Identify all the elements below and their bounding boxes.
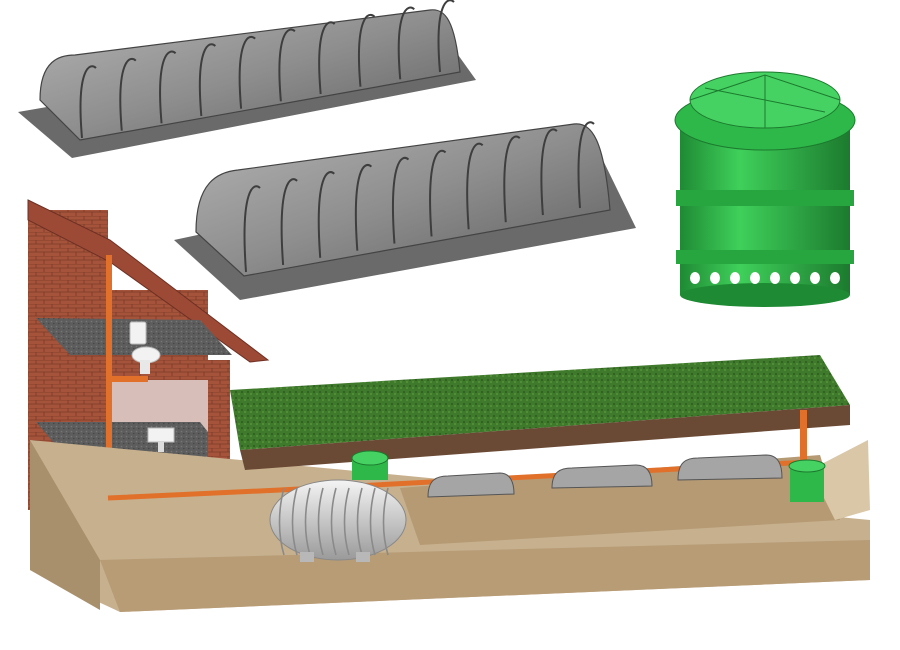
tunnel-rib (391, 156, 410, 244)
tunnel-rib (358, 13, 376, 87)
tunnel-rib (159, 50, 177, 124)
tunnel-rib (318, 21, 336, 95)
tunnel-rib (119, 57, 137, 131)
infiltration-tunnel-middle-icon (174, 121, 636, 300)
tunnel-rib (429, 149, 447, 237)
tunnel-rib (238, 35, 256, 109)
tunnel-rib (198, 43, 217, 117)
septic-tank-icon (269, 450, 407, 562)
tunnel-rib (503, 135, 521, 223)
tank-rib (317, 487, 324, 556)
tunnel-rib (397, 6, 415, 80)
well-perforation (690, 272, 700, 284)
green-perforated-well-icon (674, 71, 856, 307)
tunnel-rib (243, 185, 261, 273)
drain-field-cutaway-icon (30, 355, 870, 612)
tunnel-rib (278, 28, 296, 102)
tank-rib (343, 487, 350, 556)
tunnel-rib (79, 65, 97, 139)
well-perforation (770, 272, 780, 284)
tunnel-rib (280, 178, 298, 265)
well-perforation (710, 272, 720, 284)
infiltration-tunnel-top-icon (18, 0, 476, 158)
field-tunnel-1-icon (427, 472, 515, 498)
well-perforation (810, 272, 820, 284)
outlet-well-icon (788, 459, 826, 502)
sink-icon (147, 427, 175, 452)
tunnel-rib (354, 163, 373, 251)
tunnel-rib (317, 171, 335, 258)
well-perforation (790, 272, 800, 284)
tank-rib (356, 487, 363, 556)
well-perforation (730, 272, 740, 284)
tunnel-rib (577, 121, 595, 209)
well-perforation (830, 272, 840, 284)
green-well-small-icon (351, 450, 389, 480)
well-perforation (750, 272, 760, 284)
tank-rib (382, 487, 389, 556)
tunnel-rib (466, 142, 484, 230)
field-tunnel-2-icon (551, 464, 653, 489)
tank-rib (291, 487, 298, 556)
field-tunnel-3-icon (677, 454, 783, 481)
tank-rib (330, 487, 337, 556)
tunnel-rib (437, 0, 455, 73)
tank-rib (278, 487, 285, 556)
tunnel-rib (540, 128, 558, 216)
toilet-icon (129, 321, 161, 374)
tank-rib (304, 487, 311, 556)
tank-rib (369, 487, 376, 556)
